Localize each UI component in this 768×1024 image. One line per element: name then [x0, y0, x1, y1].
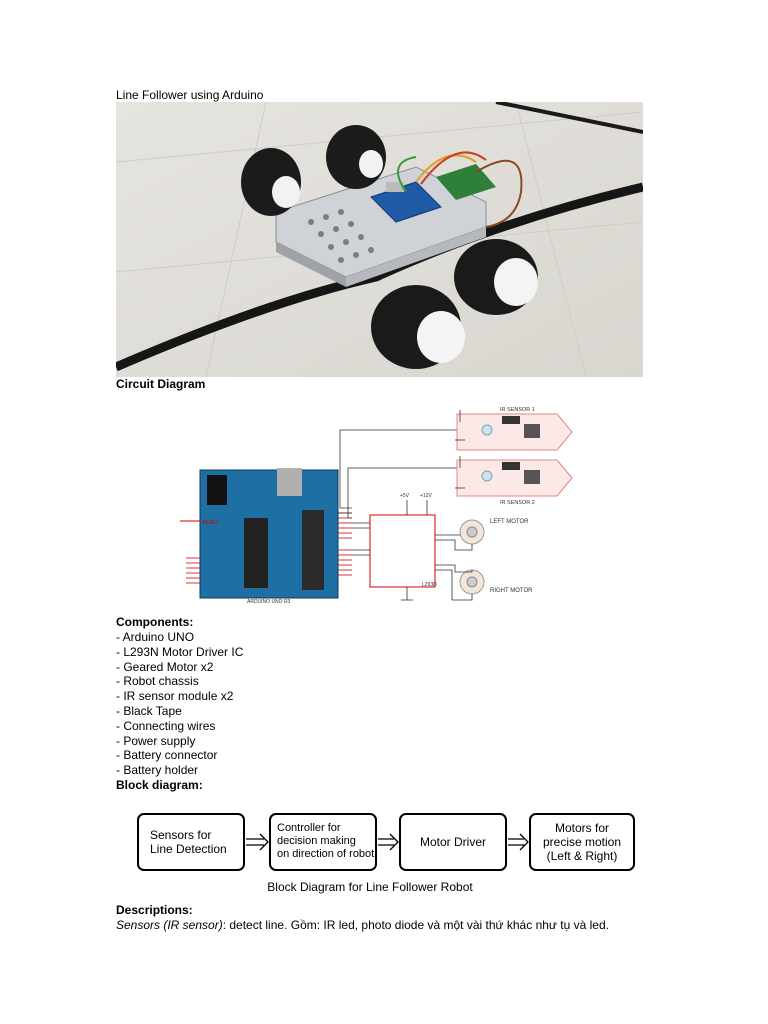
reset-label: RESET — [202, 520, 219, 526]
list-item: - IR sensor module x2 — [116, 689, 234, 704]
list-item: - Geared Motor x2 — [116, 659, 214, 674]
vcc-5v-label: +5V — [400, 493, 410, 499]
ir-sensor-1-label: IR SENSOR 1 — [500, 407, 535, 413]
document-title: Line Follower using Arduino — [116, 88, 264, 102]
robot-photo — [116, 102, 643, 377]
description-paragraph: Sensors (IR sensor): detect line. Gồm: I… — [116, 918, 609, 933]
list-item: - Battery holder — [116, 763, 199, 778]
left-motor-label: LEFT MOTOR — [490, 519, 529, 525]
block-controller-line3: on direction of robot — [277, 848, 374, 860]
block-sensors-line2: Line Detection — [150, 842, 227, 856]
l293d-label: L293D — [422, 582, 437, 588]
description-text: : detect line. Gồm: IR led, photo diode … — [222, 918, 609, 932]
block-motors-line2: precise motion — [543, 835, 621, 849]
list-item: - Power supply — [116, 733, 196, 748]
description-term: Sensors (IR sensor) — [116, 918, 223, 932]
block-diagram: Sensors for Line Detection Controller fo… — [134, 810, 640, 900]
circuit-diagram-heading: Circuit Diagram — [116, 377, 206, 391]
list-item: - L293N Motor Driver IC — [116, 644, 244, 659]
list-item: - Black Tape — [116, 703, 182, 718]
block-sensors-line1: Sensors for — [150, 828, 211, 842]
descriptions-heading: Descriptions: — [116, 903, 193, 917]
components-list: - Arduino UNO - L293N Motor Driver IC - … — [116, 630, 243, 778]
list-item: - Battery connector — [116, 748, 218, 763]
block-controller-line1: Controller for — [277, 822, 341, 834]
block-diagram-caption: Block Diagram for Line Follower Robot — [267, 880, 473, 894]
components-heading: Components: — [116, 615, 194, 629]
list-item: - Arduino UNO — [116, 630, 195, 644]
block-motor-driver: Motor Driver — [420, 835, 486, 849]
block-diagram-heading: Block diagram: — [116, 778, 203, 792]
circuit-schematic: ARDUINO UNO R3 RESET L293D — [172, 400, 610, 606]
block-controller-line2: decision making — [277, 835, 356, 847]
block-motors-line3: (Left & Right) — [547, 849, 618, 863]
arduino-label: ARDUINO UNO R3 — [247, 599, 291, 605]
vcc-12v-label: +12V — [420, 493, 432, 499]
right-motor-label: RIGHT MOTOR — [490, 588, 533, 594]
list-item: - Robot chassis — [116, 674, 199, 689]
list-item: - Connecting wires — [116, 718, 216, 733]
block-motors-line1: Motors for — [555, 821, 609, 835]
ir-sensor-2-label: IR SENSOR 2 — [500, 500, 535, 506]
